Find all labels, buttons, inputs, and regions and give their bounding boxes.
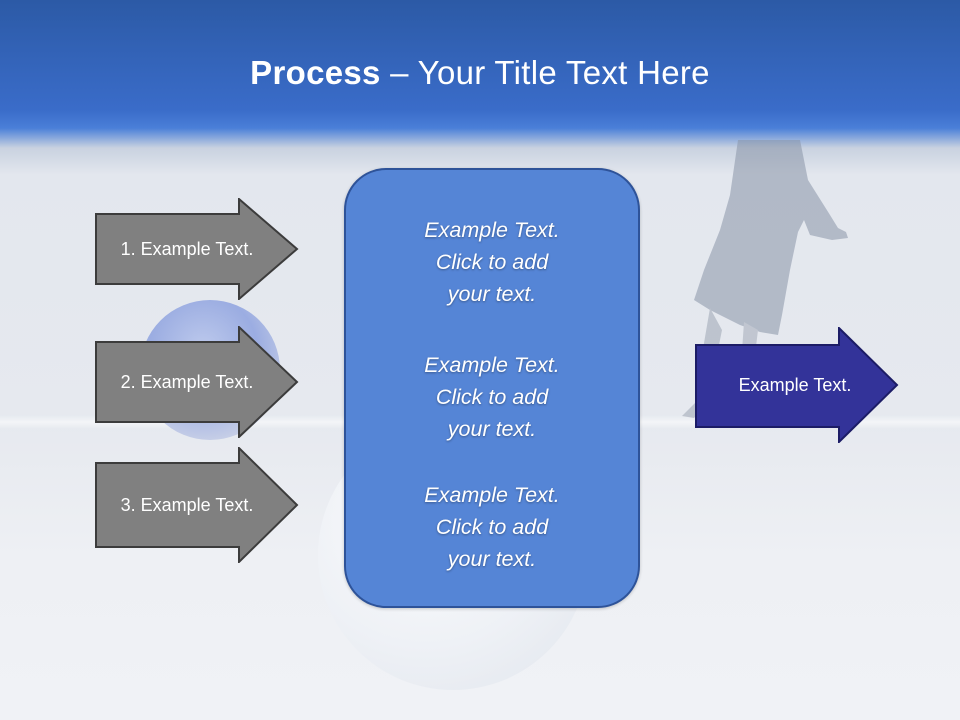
step-arrow-1[interactable]: 1. Example Text. bbox=[95, 198, 299, 300]
text-line: Click to add bbox=[435, 385, 549, 409]
center-text-box[interactable]: Example Text. Click to add your text. Ex… bbox=[344, 168, 640, 608]
text-line: Example Text. bbox=[424, 483, 560, 507]
result-arrow[interactable]: Example Text. bbox=[695, 327, 899, 443]
text-line: Click to add bbox=[435, 250, 549, 274]
step-arrow-3[interactable]: 3. Example Text. bbox=[95, 447, 299, 563]
title-rest: – Your Title Text Here bbox=[380, 54, 710, 91]
step-label: 3. Example Text. bbox=[120, 494, 254, 515]
text-block-2: Example Text. Click to add your text. bbox=[346, 349, 638, 445]
title-bold: Process bbox=[250, 54, 381, 91]
text-line: Click to add bbox=[435, 515, 549, 539]
right-arrow-icon bbox=[95, 198, 299, 300]
step-arrow-2[interactable]: 2. Example Text. bbox=[95, 326, 299, 438]
step-label: 2. Example Text. bbox=[120, 371, 254, 392]
text-block-3: Example Text. Click to add your text. bbox=[346, 479, 638, 575]
right-arrow-icon bbox=[695, 327, 899, 443]
text-block-1: Example Text. Click to add your text. bbox=[346, 214, 638, 310]
step-label: 1. Example Text. bbox=[120, 238, 254, 259]
right-arrow-icon bbox=[95, 447, 299, 563]
slide-title: Process – Your Title Text Here bbox=[0, 54, 960, 92]
text-line: your text. bbox=[447, 417, 537, 441]
right-arrow-icon bbox=[95, 326, 299, 438]
text-line: your text. bbox=[447, 547, 537, 571]
result-label: Example Text. bbox=[738, 374, 852, 395]
text-line: Example Text. bbox=[424, 353, 560, 377]
text-line: your text. bbox=[447, 282, 537, 306]
text-line: Example Text. bbox=[424, 218, 560, 242]
